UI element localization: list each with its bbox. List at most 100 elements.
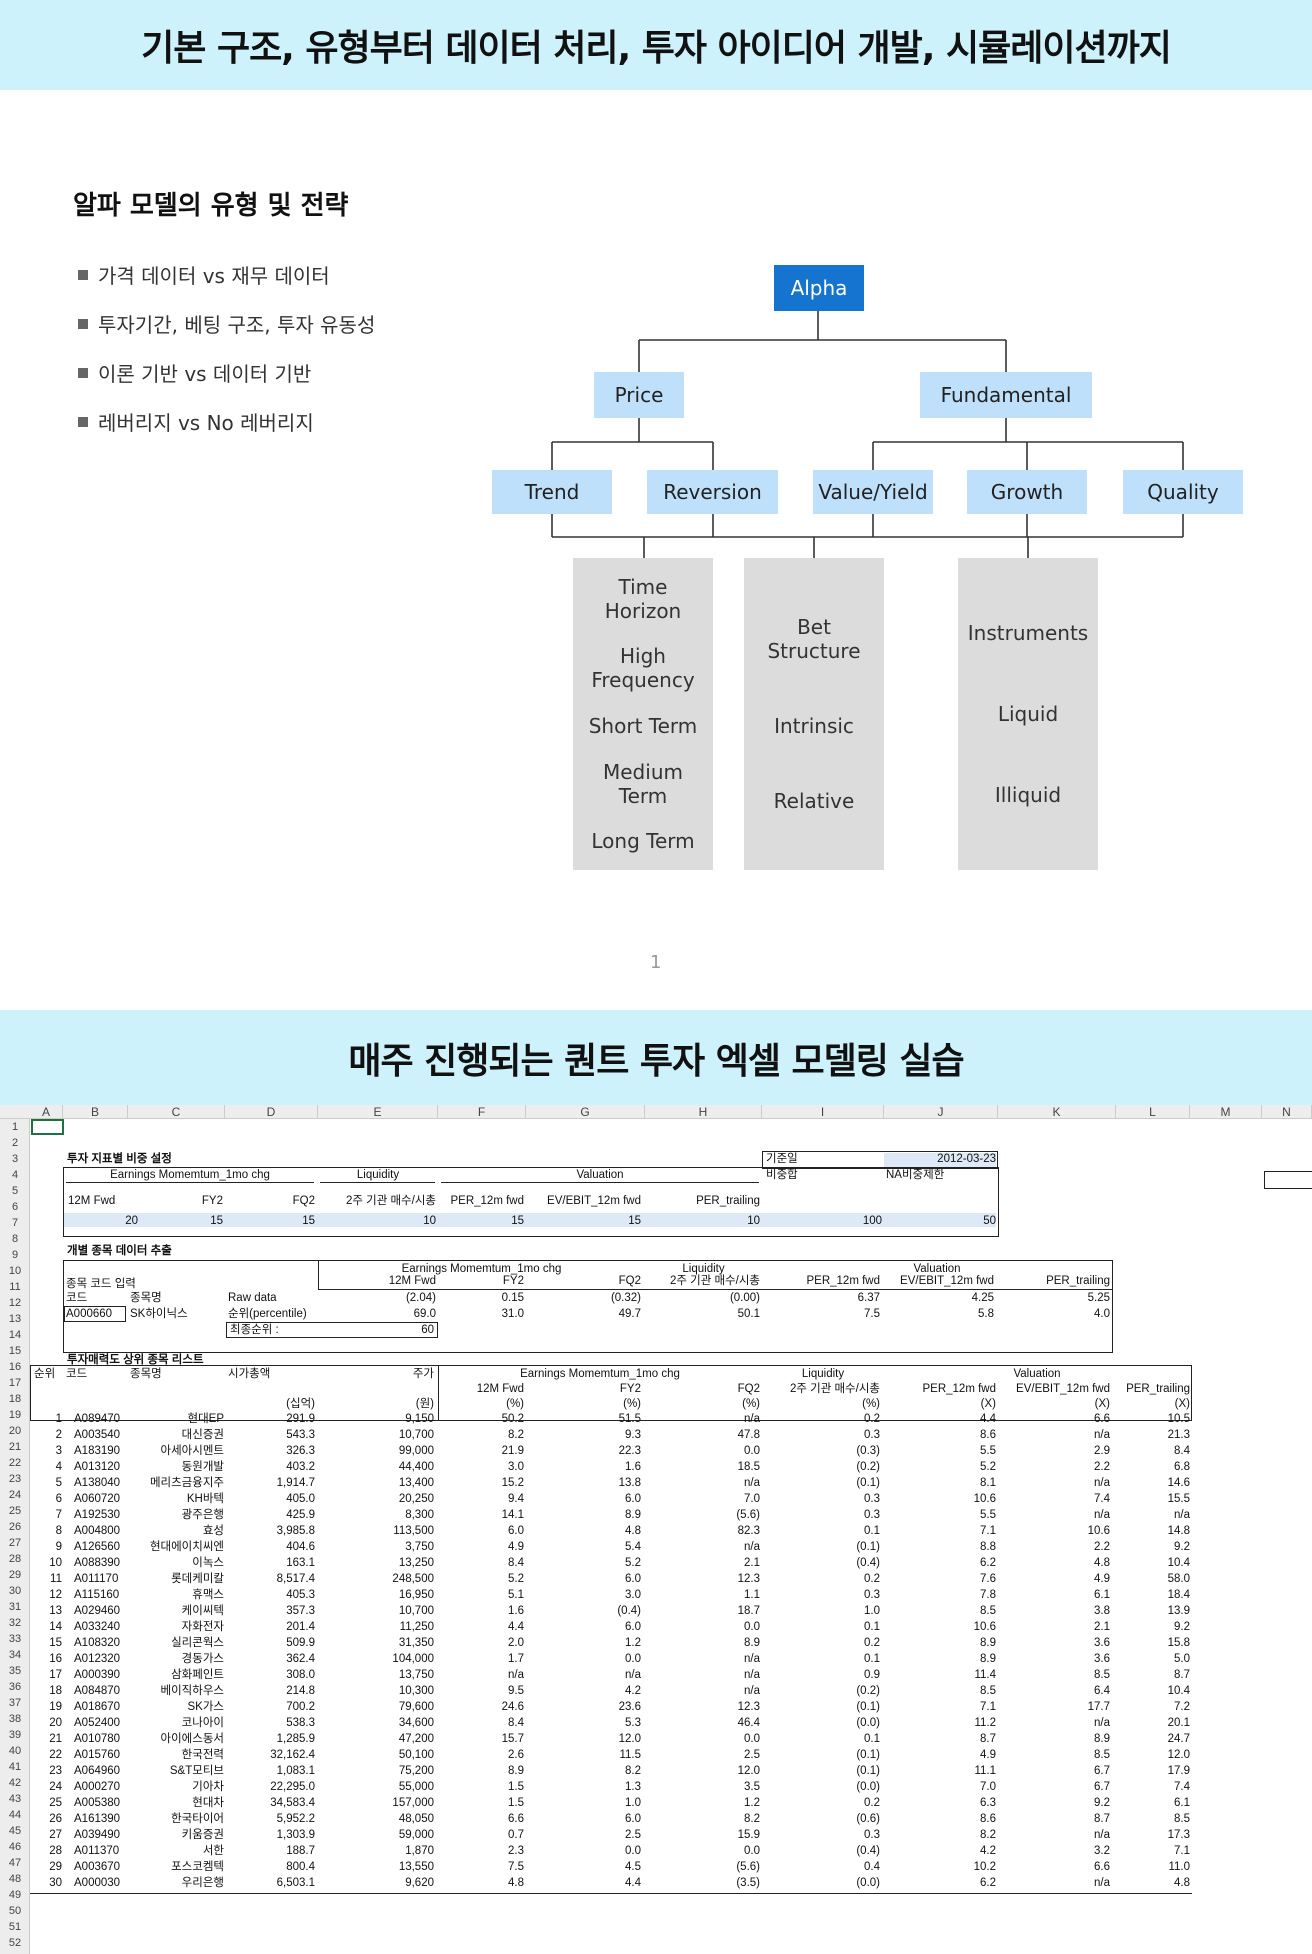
row-header[interactable]: 41 xyxy=(8,1761,22,1773)
divider xyxy=(66,1182,314,1183)
list-value: 15.7 xyxy=(501,1733,524,1745)
row-header[interactable]: 45 xyxy=(8,1825,22,1837)
row-header[interactable]: 27 xyxy=(8,1537,22,1549)
row-header[interactable]: 5 xyxy=(11,1185,19,1197)
list-code: A015760 xyxy=(74,1749,121,1761)
column-header-C[interactable]: C xyxy=(128,1105,225,1119)
row-header[interactable]: 26 xyxy=(8,1521,22,1533)
list-value: 31,350 xyxy=(398,1637,434,1649)
list-value: 14.8 xyxy=(1167,1525,1190,1537)
list-value: 6.3 xyxy=(980,1797,996,1809)
column-header-D[interactable]: D xyxy=(225,1105,318,1119)
row-header[interactable]: 16 xyxy=(8,1361,22,1373)
list-value: 4.8 xyxy=(1094,1557,1110,1569)
row-header[interactable]: 35 xyxy=(8,1665,22,1677)
row-header[interactable]: 50 xyxy=(8,1905,22,1917)
list-name: 메리츠금융지주 xyxy=(149,1477,224,1489)
row-header[interactable]: 44 xyxy=(8,1809,22,1821)
row-header[interactable]: 7 xyxy=(11,1217,19,1229)
row-header[interactable]: 23 xyxy=(8,1473,22,1485)
row-header[interactable]: 2 xyxy=(11,1137,19,1149)
list-value: 6.2 xyxy=(980,1877,996,1889)
column-header-F[interactable]: F xyxy=(438,1105,526,1119)
column-header-M[interactable]: M xyxy=(1190,1105,1262,1119)
column-header-J[interactable]: J xyxy=(884,1105,998,1119)
weight-value: 15 xyxy=(511,1215,524,1227)
row-header[interactable]: 18 xyxy=(8,1393,22,1405)
selected-cell[interactable] xyxy=(31,1119,64,1135)
row-header[interactable]: 32 xyxy=(8,1617,22,1629)
row-header[interactable]: 49 xyxy=(8,1889,22,1901)
metric-header: PER_12m fwd xyxy=(450,1195,524,1207)
row-header[interactable]: 25 xyxy=(8,1505,22,1517)
row-header[interactable]: 34 xyxy=(8,1649,22,1661)
row-header[interactable]: 13 xyxy=(8,1313,22,1325)
weight-value: 10 xyxy=(747,1215,760,1227)
list-value: 405.3 xyxy=(286,1589,315,1601)
row-header[interactable]: 20 xyxy=(8,1425,22,1437)
row-header[interactable]: 15 xyxy=(8,1345,22,1357)
column-header-K[interactable]: K xyxy=(998,1105,1116,1119)
row-header[interactable]: 19 xyxy=(8,1409,22,1421)
row-header[interactable]: 42 xyxy=(8,1777,22,1789)
list-value: 0.3 xyxy=(864,1429,880,1441)
metric-header: PER_trailing xyxy=(696,1195,760,1207)
list-value: 7.0 xyxy=(744,1493,760,1505)
row-header[interactable]: 3 xyxy=(11,1153,19,1165)
row-header[interactable]: 39 xyxy=(8,1729,22,1741)
list-name: 휴맥스 xyxy=(192,1589,224,1601)
row-header[interactable]: 12 xyxy=(8,1297,22,1309)
column-header-B[interactable]: B xyxy=(63,1105,128,1119)
column-header-N[interactable]: N xyxy=(1262,1105,1312,1119)
column-header-H[interactable]: H xyxy=(645,1105,762,1119)
row-header[interactable]: 9 xyxy=(11,1249,19,1261)
row-header[interactable]: 29 xyxy=(8,1569,22,1581)
column-header-I[interactable]: I xyxy=(762,1105,884,1119)
row-header[interactable]: 6 xyxy=(11,1201,19,1213)
column-header-L[interactable]: L xyxy=(1116,1105,1190,1119)
row-header[interactable]: 36 xyxy=(8,1681,22,1693)
row-header[interactable]: 37 xyxy=(8,1697,22,1709)
list-value: 0.2 xyxy=(864,1637,880,1649)
bullet-item: 투자기간, 베팅 구조, 투자 유동성 xyxy=(78,309,375,338)
row-header[interactable]: 17 xyxy=(8,1377,22,1389)
list-value: 18.4 xyxy=(1167,1589,1190,1601)
row-header[interactable]: 40 xyxy=(8,1745,22,1757)
column-header-G[interactable]: G xyxy=(526,1105,645,1119)
unit-label: (원) xyxy=(415,1398,434,1410)
row-header[interactable]: 1 xyxy=(11,1121,19,1133)
metric-header: FY2 xyxy=(502,1275,524,1287)
list-name: 현대차 xyxy=(192,1797,224,1809)
list-name: KH바텍 xyxy=(186,1493,224,1505)
row-header[interactable]: 46 xyxy=(8,1841,22,1853)
row-header[interactable]: 10 xyxy=(8,1265,22,1277)
row-header[interactable]: 52 xyxy=(8,1937,22,1949)
row-header[interactable]: 28 xyxy=(8,1553,22,1565)
row-header[interactable]: 8 xyxy=(11,1233,19,1245)
row-header[interactable]: 24 xyxy=(8,1489,22,1501)
row-header[interactable]: 21 xyxy=(8,1441,22,1453)
column-header-E[interactable]: E xyxy=(318,1105,438,1119)
instruments-box: Instruments Liquid Illiquid xyxy=(958,558,1098,870)
list-rank: 21 xyxy=(49,1733,62,1745)
row-header[interactable]: 43 xyxy=(8,1793,22,1805)
row-header[interactable]: 22 xyxy=(8,1457,22,1469)
row-header[interactable]: 33 xyxy=(8,1633,22,1645)
weight-value: 10 xyxy=(423,1215,436,1227)
extract-header-box xyxy=(318,1260,1113,1290)
row-header[interactable]: 48 xyxy=(8,1873,22,1885)
row-header[interactable]: 11 xyxy=(9,1281,21,1293)
row-header[interactable]: 30 xyxy=(8,1585,22,1597)
row-header[interactable]: 47 xyxy=(8,1857,22,1869)
row-header[interactable]: 31 xyxy=(8,1601,22,1613)
list-value: (0.0) xyxy=(856,1781,880,1793)
row-header[interactable]: 51 xyxy=(8,1921,22,1933)
row-header[interactable]: 38 xyxy=(8,1713,22,1725)
list-value: 15.8 xyxy=(1167,1637,1190,1649)
column-header-A[interactable]: A xyxy=(30,1105,63,1119)
list-value: 79,600 xyxy=(398,1701,434,1713)
list-value: 4.9 xyxy=(508,1541,524,1553)
row-header[interactable]: 4 xyxy=(11,1169,19,1181)
row-header[interactable]: 14 xyxy=(8,1329,22,1341)
